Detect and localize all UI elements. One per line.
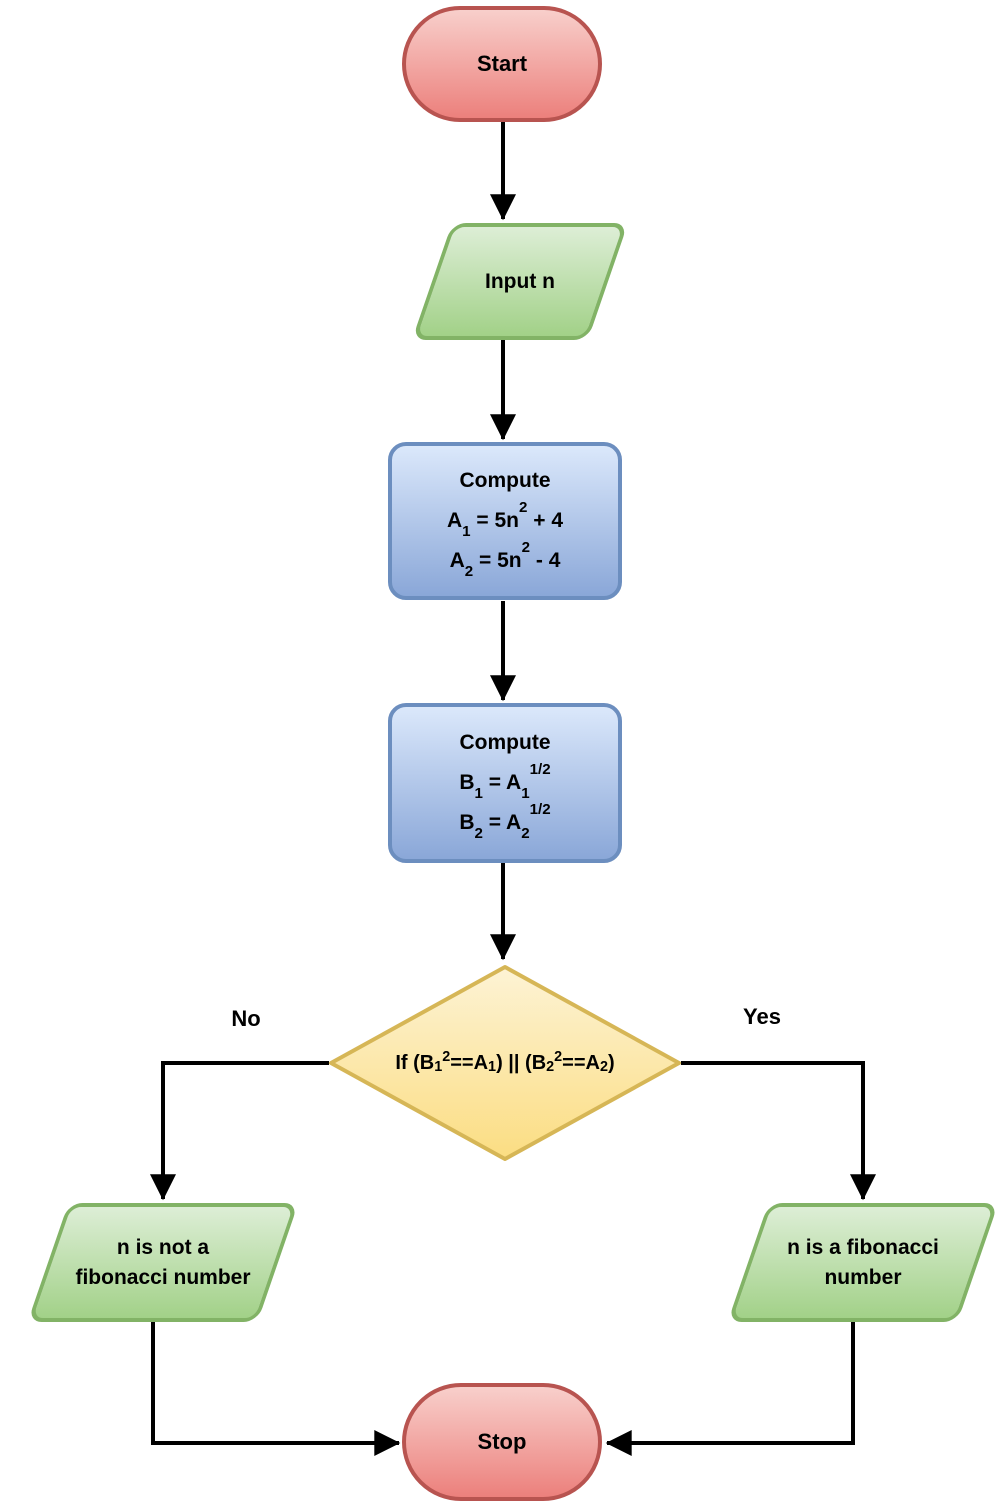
compute-a-node: Compute A1 = 5n2 + 4 A2 = 5n2 - 4: [388, 442, 622, 600]
arrow-no-branch: [150, 1061, 329, 1201]
compute-a-line-2: A2 = 5n2 - 4: [449, 539, 561, 581]
start-node: Start: [402, 6, 602, 122]
yes-branch-label: Yes: [743, 1004, 781, 1029]
input-node: Input n: [408, 223, 632, 340]
arrow-yes-branch: [681, 1061, 876, 1201]
compute-b-title: Compute: [459, 731, 551, 754]
is-fibonacci-label: n is a fibonacci number: [787, 1235, 939, 1289]
compute-a-line-1: A1 = 5n2 + 4: [446, 499, 564, 541]
decision-shape: [329, 965, 681, 1161]
arrow-isfib-to-stop: [605, 1320, 855, 1456]
arrow-notfib-to-stop: [151, 1320, 401, 1456]
stop-node: Stop: [402, 1383, 602, 1501]
stop-label: Stop: [477, 1429, 527, 1454]
compute-a-title: Compute: [459, 469, 551, 492]
compute-b-line-1: B1 = A11/2: [459, 761, 551, 803]
compute-b-node: Compute B1 = A11/2 B2 = A21/2: [388, 703, 622, 863]
start-label: Start: [476, 51, 528, 76]
no-branch-label: No: [231, 1006, 261, 1031]
is-fibonacci-node: n is a fibonacci number: [724, 1203, 1002, 1322]
not-fibonacci-label: n is not a fibonacci number: [75, 1235, 251, 1289]
input-label: Input n: [485, 269, 555, 293]
compute-b-line-2: B2 = A21/2: [459, 801, 551, 843]
not-fibonacci-node: n is not a fibonacci number: [24, 1203, 302, 1322]
